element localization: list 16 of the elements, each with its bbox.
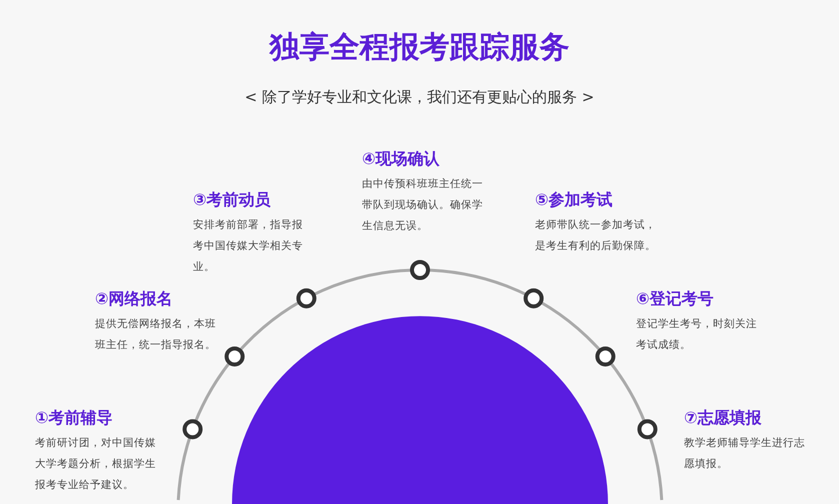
- step-heading: ①考前辅导: [35, 407, 113, 429]
- step-heading: ⑥登记考号: [636, 288, 714, 310]
- step-description: 登记学生考号，时刻关注考试成绩。: [636, 317, 758, 353]
- step-heading: ⑤参加考试: [535, 189, 613, 211]
- subtitle: < 除了学好专业和文化课，我们还有更贴心的服务 >: [244, 87, 594, 108]
- step-description: 安排考前部署，指导报考中国传媒大学相关专业。: [193, 218, 304, 275]
- step-description: 提供无偿网络报名，本班班主任，统一指导报名。: [95, 317, 217, 353]
- step-description: 老师带队统一参加考试，是考生有利的后勤保障。: [535, 218, 657, 254]
- step-heading: ④现场确认: [362, 148, 440, 170]
- step-heading: ②网络报名: [95, 288, 173, 310]
- step-description: 考前研讨团，对中国传媒大学考题分析，根据学生报考专业给予建议。: [35, 436, 157, 493]
- step-heading: ⑦志愿填报: [684, 407, 762, 429]
- step-heading: ③考前动员: [193, 189, 271, 211]
- step-description: 教学老师辅导学生进行志愿填报。: [684, 436, 806, 472]
- title: 独享全程报考跟踪服务: [270, 29, 570, 67]
- step-description: 由中传预科班班主任统一带队到现场确认。确保学生信息无误。: [362, 177, 484, 234]
